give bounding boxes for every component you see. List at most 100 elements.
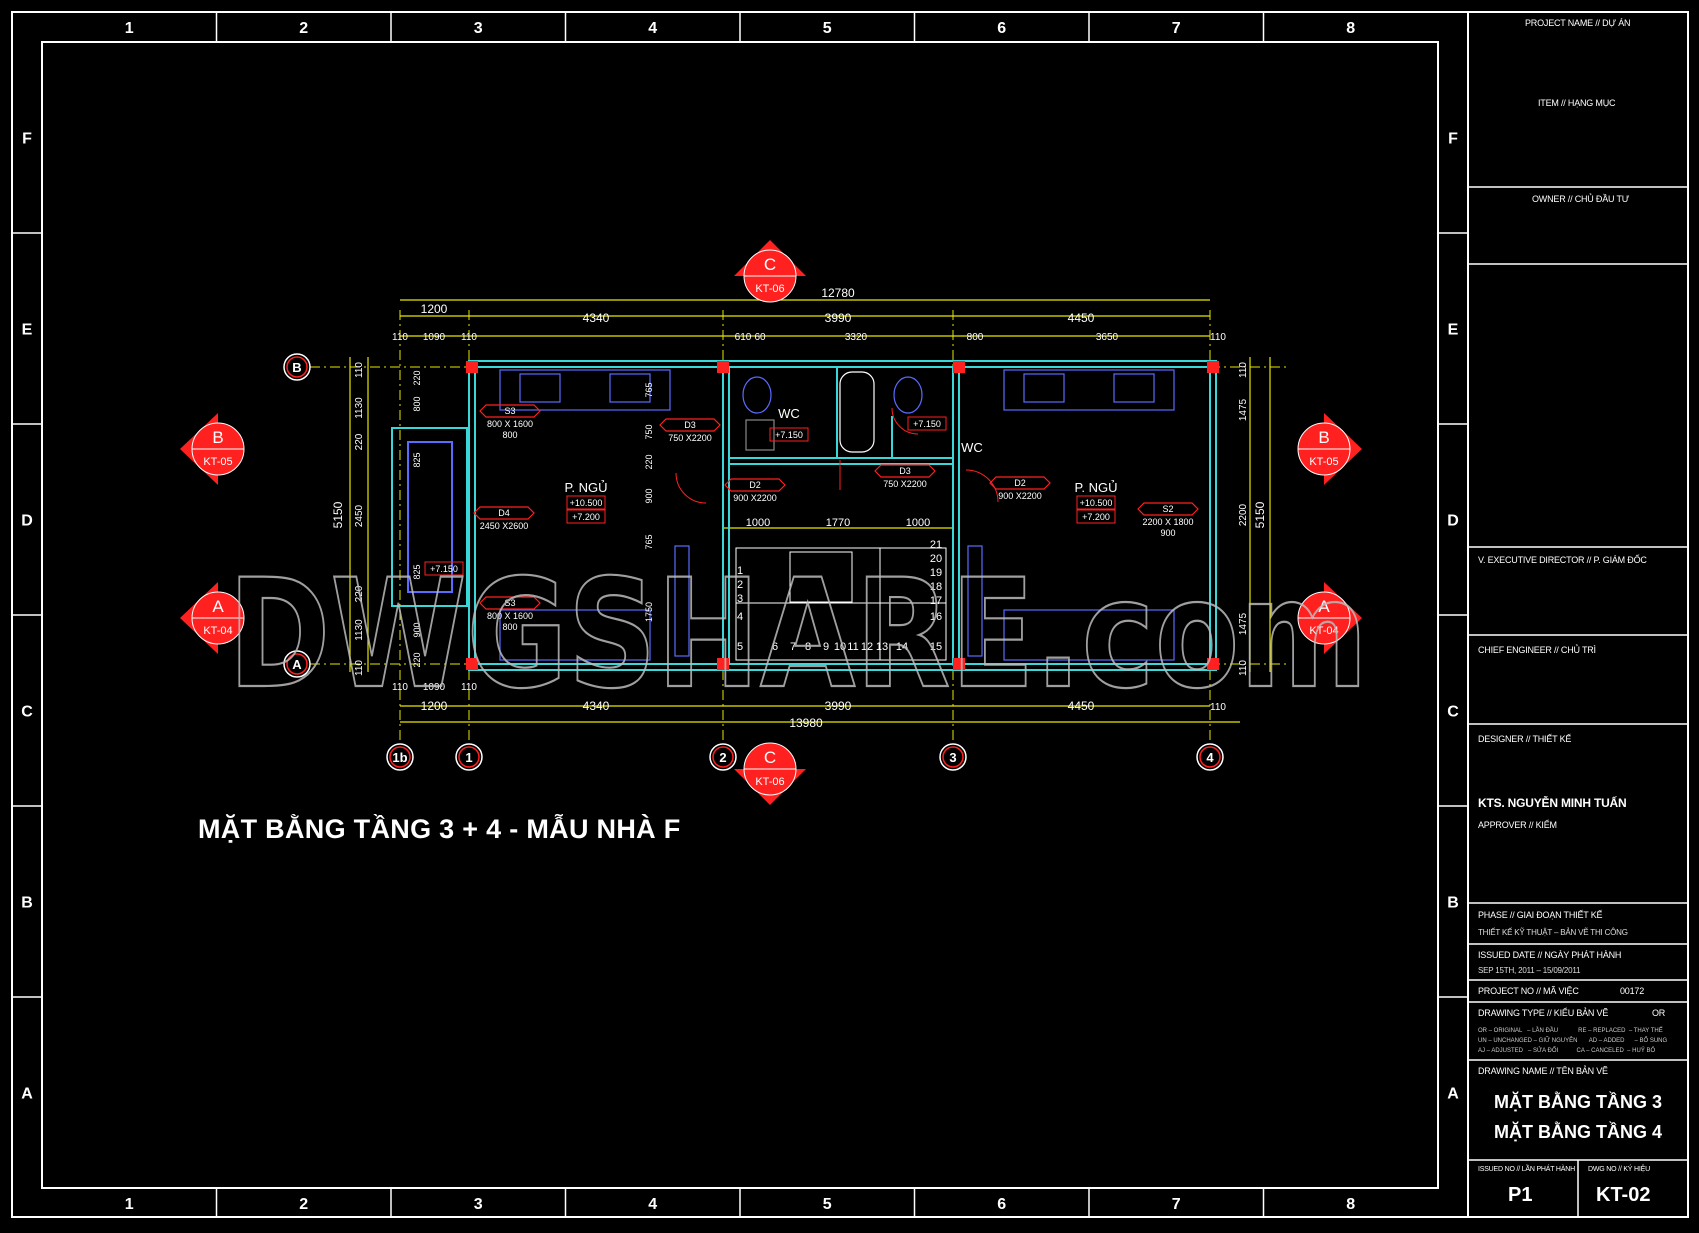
svg-text:S3: S3 <box>504 406 515 416</box>
frame-row-label-left: E <box>22 322 33 339</box>
frame-row-label-left: A <box>21 1086 33 1103</box>
drawing-type-legend-3: AJ – ADJUSTED – SỬA ĐỔI CA – CANCELED – … <box>1478 1048 1656 1054</box>
drawing-type-value: OR <box>1652 1008 1666 1018</box>
drawing-name-line-2: MẶT BẰNG TẦNG 4 <box>1494 1122 1662 1142</box>
designer-name: KTS. NGUYỄN MINH TUẤN <box>1478 796 1627 810</box>
frame-col-label-top: 7 <box>1172 20 1181 37</box>
dimension-text: 1090 <box>423 332 446 343</box>
dimension-text: 4450 <box>1068 311 1095 325</box>
stair-step-number: 2 <box>737 579 743 591</box>
drawing-type-legend-1: OR – ORIGINAL – LẦN ĐẦU RE – REPLACED – … <box>1478 1028 1663 1034</box>
frame-col-label-bottom: 1 <box>125 1196 134 1213</box>
level-text: +10.500 <box>570 498 603 508</box>
doors <box>675 407 999 504</box>
dimension-text: 220 <box>354 433 365 450</box>
issued-no-value: P1 <box>1508 1184 1533 1206</box>
grid-bubble-label: 1b <box>392 750 407 765</box>
frame-row-label-left: B <box>21 895 33 912</box>
project-no-label: PROJECT NO // MÃ VIỆC <box>1478 986 1579 996</box>
dimension-text: 1130 <box>354 397 365 419</box>
svg-text:800: 800 <box>502 622 517 632</box>
level-text: +7.150 <box>913 419 941 429</box>
dimension-text: 5150 <box>331 501 345 528</box>
section-marker: BKT-05 <box>1297 413 1362 485</box>
stair <box>735 547 947 661</box>
grid-bubble-label: 3 <box>949 750 956 765</box>
dimension-text: 2200 <box>1238 503 1249 526</box>
designer-label: DESIGNER // THIẾT KẾ <box>1478 734 1572 744</box>
svg-text:800 X 1600: 800 X 1600 <box>487 611 533 621</box>
frame-row-label-left: D <box>21 513 33 530</box>
svg-text:D3: D3 <box>684 420 696 430</box>
svg-text:B: B <box>212 428 223 447</box>
watermark: DWGSHARE.com <box>228 548 1368 722</box>
stair-step-number: 11 <box>847 641 858 653</box>
dimension-text: 1090 <box>423 682 446 693</box>
level-text: +7.200 <box>572 512 600 522</box>
phase-value: THIẾT KẾ KỸ THUẬT – BẢN VẼ THI CÔNG <box>1478 928 1628 937</box>
frame-row-label-right: E <box>1448 322 1459 339</box>
title-block-lines <box>1468 186 1688 1217</box>
stair-step-number: 21 <box>930 539 942 551</box>
dimension-text: 3990 <box>825 311 852 325</box>
dimension-text: 1475 <box>1238 398 1249 421</box>
dimension-text: 5150 <box>1253 501 1267 528</box>
section-marker: AKT-04 <box>180 582 245 654</box>
approver-label: APPROVER // KIỂM <box>1478 820 1557 830</box>
svg-text:900 X2200: 900 X2200 <box>733 493 777 503</box>
stair-step-number: 12 <box>861 641 873 653</box>
dimension-text: 1770 <box>826 517 850 529</box>
dimension-text: 110 <box>354 660 365 676</box>
section-marker: BKT-05 <box>180 413 245 485</box>
dimension-text: 220 <box>354 585 365 602</box>
section-marker: CKT-06 <box>734 240 806 303</box>
frame-row-label-right: D <box>1447 513 1459 530</box>
svg-text:D3: D3 <box>899 466 911 476</box>
dimension-text: 1130 <box>354 619 365 641</box>
frame-col-label-top: 2 <box>299 20 308 37</box>
frame-row-label-right: B <box>1447 895 1459 912</box>
drawing-name-label: DRAWING NAME // TÊN BẢN VẼ <box>1478 1066 1608 1076</box>
svg-text:S2: S2 <box>1162 504 1173 514</box>
frame-col-label-bottom: 8 <box>1346 1196 1355 1213</box>
svg-text:2200 X 1800: 2200 X 1800 <box>1142 517 1193 527</box>
dimension-text: 765 <box>644 534 654 549</box>
grid-bubble-label: 2 <box>719 750 726 765</box>
svg-text:S3: S3 <box>504 598 515 608</box>
frame-row-label-left: F <box>22 131 32 148</box>
dimension-text: 3990 <box>825 699 852 713</box>
stair-step-number: 15 <box>930 641 942 653</box>
svg-text:750 X2200: 750 X2200 <box>883 479 927 489</box>
stair-step-number: 5 <box>737 641 743 653</box>
svg-text:A: A <box>212 597 224 616</box>
svg-text:C: C <box>764 255 776 274</box>
stair-step-number: 4 <box>737 611 743 623</box>
dimension-text: 1475 <box>1238 612 1249 635</box>
dimension-text: 1750 <box>644 602 654 622</box>
dimension-text: 110 <box>392 332 408 343</box>
dimension-text: 1000 <box>746 517 770 529</box>
drawing-type-legend-2: UN – UNCHANGED – GIỮ NGUYÊN AD – ADDED –… <box>1478 1038 1668 1044</box>
drawing-title: MẶT BẰNG TẦNG 3 + 4 - MẪU NHÀ F <box>198 814 681 844</box>
dimension-text: 13980 <box>789 716 823 730</box>
frame-col-label-top: 8 <box>1346 20 1355 37</box>
dimension-text: 110 <box>354 362 365 378</box>
dimension-text: 4340 <box>583 311 610 325</box>
dimension-text: 3650 <box>1096 332 1119 343</box>
chief-engineer-label: CHIEF ENGINEER // CHỦ TRÌ <box>1478 645 1596 655</box>
stair-step-number: 17 <box>930 595 942 607</box>
frame-col-label-bottom: 6 <box>997 1196 1006 1213</box>
stair-step-number: 8 <box>805 641 811 653</box>
grid-bubble-label: A <box>292 657 302 672</box>
stair-step-number: 16 <box>930 611 942 623</box>
dimension-text: 12780 <box>821 286 855 300</box>
frame-col-label-bottom: 2 <box>299 1196 308 1213</box>
columns <box>466 361 1219 670</box>
owner-label: OWNER // CHỦ ĐẦU TƯ <box>1532 194 1630 204</box>
phase-label: PHASE // GIAI ĐOẠN THIẾT KẾ <box>1478 910 1603 920</box>
